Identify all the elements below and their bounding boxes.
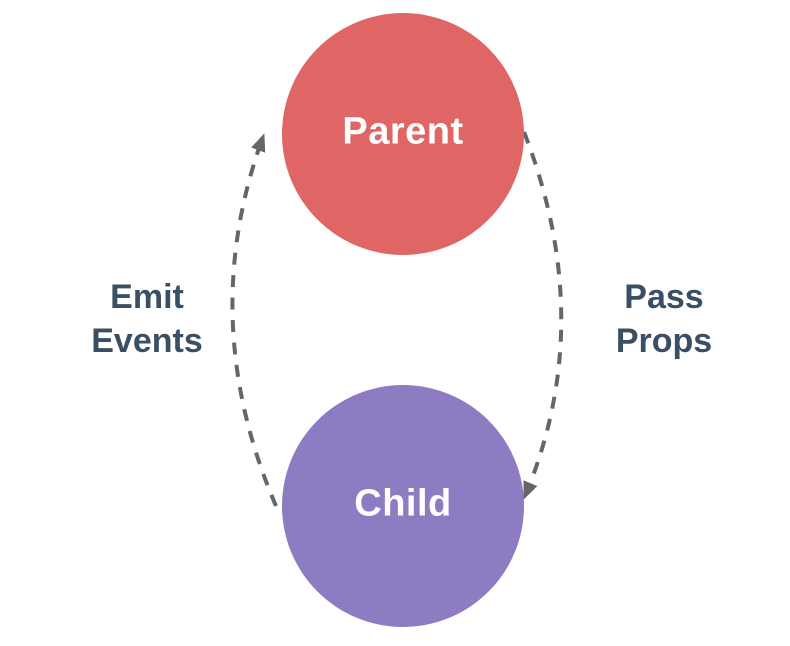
parent-node-label: Parent	[342, 110, 464, 153]
pass-props-arrow	[522, 131, 564, 500]
emit-events-label-line1: Emit	[110, 278, 184, 316]
emit-events-label-line2: Events	[91, 322, 203, 360]
child-node-label: Child	[354, 482, 452, 525]
pass-props-label: Pass Props	[616, 275, 712, 363]
emit-events-label: Emit Events	[91, 275, 203, 363]
pass-props-label-line1: Pass	[624, 278, 704, 316]
child-node-circle	[282, 385, 524, 627]
pass-props-label-line2: Props	[615, 322, 713, 360]
emit-events-arrow	[230, 133, 278, 507]
parent-node-circle	[282, 13, 524, 255]
